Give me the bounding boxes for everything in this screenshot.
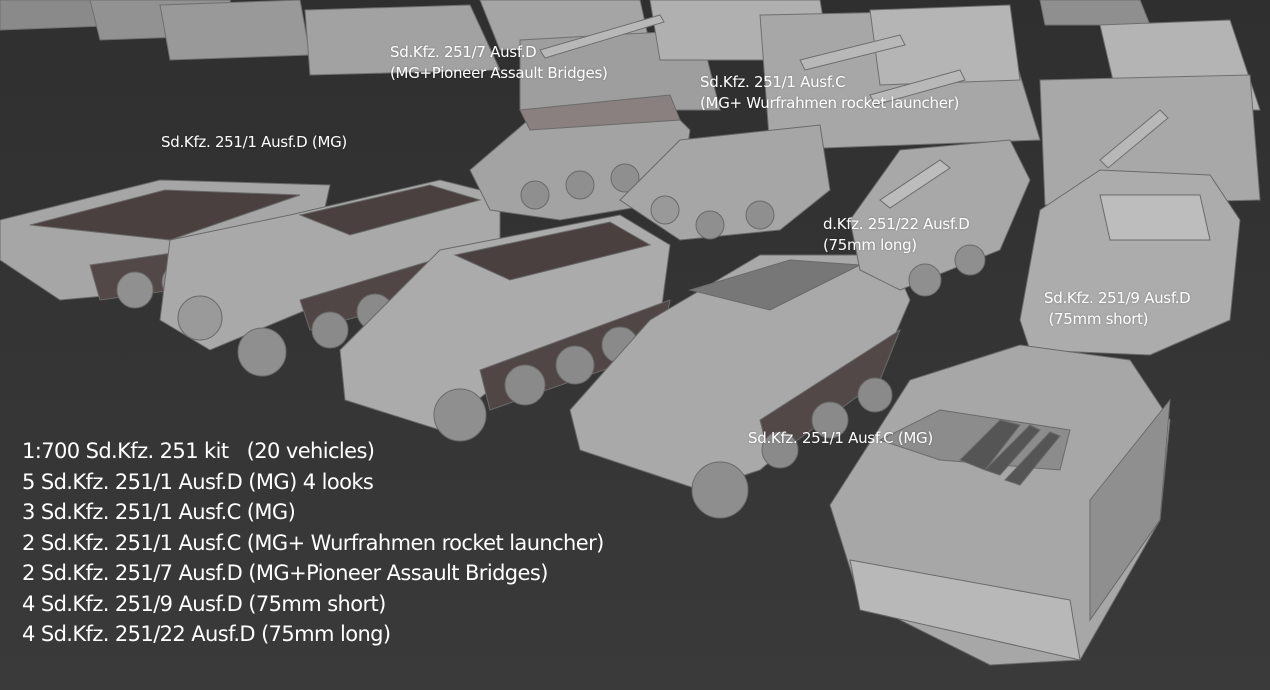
label-line: (MG+Pioneer Assault Bridges) (390, 64, 608, 82)
label-251-1c: Sd.Kfz. 251/1 Ausf.C (MG) (748, 428, 933, 449)
label-251-22: d.Kfz. 251/22 Ausf.D (75mm long) (823, 214, 970, 256)
label-line: Sd.Kfz. 251/9 Ausf.D (1044, 289, 1191, 307)
label-251-1d: Sd.Kfz. 251/1 Ausf.D (MG) (161, 132, 347, 153)
kit-summary: 1:700 Sd.Kfz. 251 kit (20 vehicles) 5 Sd… (22, 436, 604, 650)
label-line: Sd.Kfz. 251/1 Ausf.D (MG) (161, 133, 347, 151)
label-line: Sd.Kfz. 251/7 Ausf.D (390, 43, 537, 61)
summary-item: 4 Sd.Kfz. 251/9 Ausf.D (75mm short) (22, 591, 386, 616)
background-tanks (0, 0, 1261, 206)
label-line: Sd.Kfz. 251/1 Ausf.C (700, 73, 846, 91)
label-line: (75mm long) (823, 236, 917, 254)
summary-item: 3 Sd.Kfz. 251/1 Ausf.C (MG) (22, 500, 296, 524)
summary-item: 2 Sd.Kfz. 251/1 Ausf.C (MG+ Wurfrahmen r… (22, 530, 604, 555)
summary-item: 5 Sd.Kfz. 251/1 Ausf.D (MG) 4 looks (22, 469, 374, 494)
summary-title: 1:700 Sd.Kfz. 251 kit (20 vehicles) (22, 439, 375, 463)
label-251-9: Sd.Kfz. 251/9 Ausf.D (75mm short) (1044, 288, 1191, 330)
label-251-7: Sd.Kfz. 251/7 Ausf.D (MG+Pioneer Assault… (390, 42, 608, 84)
label-251-1c-rocket: Sd.Kfz. 251/1 Ausf.C (MG+ Wurfrahmen roc… (700, 72, 959, 114)
label-line: d.Kfz. 251/22 Ausf.D (823, 215, 970, 233)
summary-item: 2 Sd.Kfz. 251/7 Ausf.D (MG+Pioneer Assau… (22, 561, 548, 585)
label-line: (MG+ Wurfrahmen rocket launcher) (700, 94, 960, 112)
summary-item: 4 Sd.Kfz. 251/22 Ausf.D (75mm long) (22, 622, 391, 646)
label-line: (75mm short) (1044, 310, 1149, 328)
halftrack-models (0, 94, 1241, 666)
label-line: Sd.Kfz. 251/1 Ausf.C (MG) (748, 429, 933, 447)
